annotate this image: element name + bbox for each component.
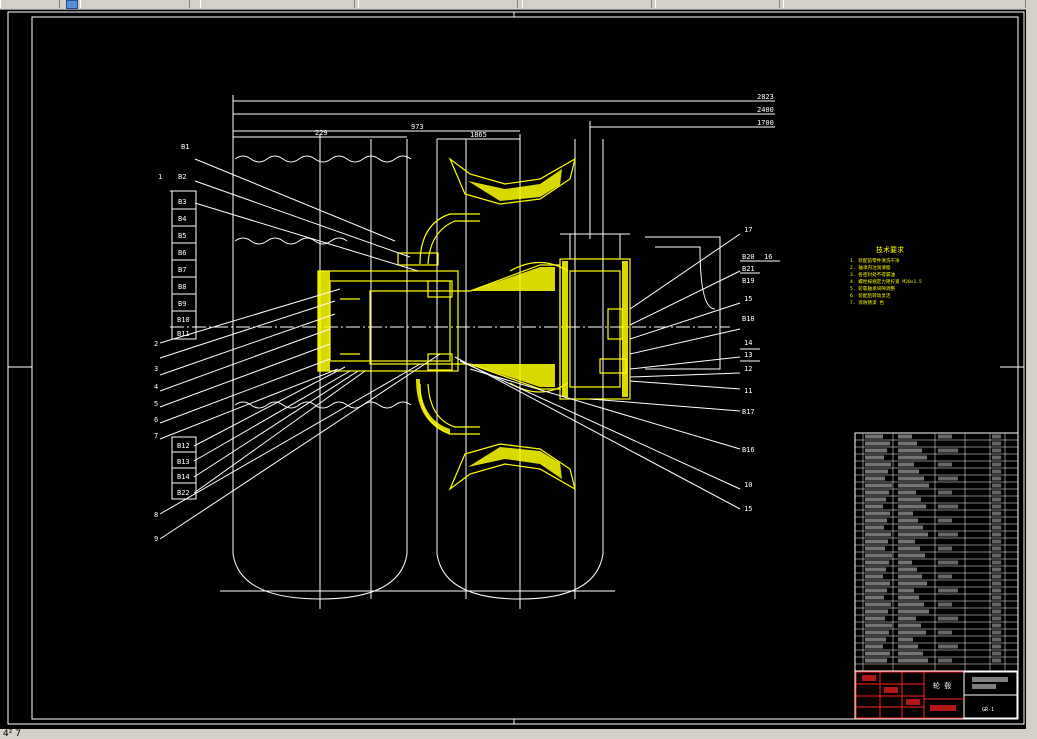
label-1: 1 [158,173,162,181]
label-8: 8 [154,511,158,519]
parts-list-table [854,432,1019,672]
dim-2400: 2400 [757,106,774,114]
label-B14: B14 [177,473,190,481]
section-hatch [318,169,628,479]
drawing-number: GR-1 [982,707,994,713]
label-15-top: 15 [744,295,752,303]
label-B3: B3 [178,198,186,206]
label-B17: B17 [742,408,755,416]
tab-4[interactable] [358,0,518,8]
title-block: 轮 毂 GR-1 [854,670,1019,720]
tab-1[interactable] [0,0,60,8]
tab-7[interactable] [783,0,1026,8]
label-7: 7 [154,432,158,440]
hub-assembly [317,157,631,491]
label-B22: B22 [177,489,190,497]
window-tab-bar [0,0,1037,10]
dim-2823: 2823 [757,93,774,101]
vertical-scrollbar[interactable] [1026,9,1037,729]
label-B19: B19 [742,277,755,285]
label-B4: B4 [178,215,186,223]
dimension-lines [232,95,775,239]
tech-note-7: 7. 涂防锈漆 色 [850,299,884,306]
label-10: 10 [744,481,752,489]
right-label-box [740,260,780,362]
label-B16: B16 [742,446,755,454]
label-B13: B13 [177,458,190,466]
status-bar: 4² 7 [0,729,1037,739]
tech-title: 技术要求 [876,245,904,254]
label-5: 5 [154,400,158,408]
label-B8: B8 [178,283,186,291]
label-B9: B9 [178,300,186,308]
cad-drawing-canvas[interactable]: 2823 2400 1700 973 229 1865 [0,9,1026,729]
label-B20: B20 [742,253,755,261]
technical-requirements: 技术要求 1. 装配前零件清洗干净 2. 轴承内注润滑脂 3. 各密封处不得漏油… [850,245,922,306]
label-B11: B11 [177,330,190,338]
tech-note-3: 3. 各密封处不得漏油 [850,271,895,278]
dim-1865: 1865 [470,131,487,139]
dim-1700: 1700 [757,119,774,127]
label-B1: B1 [181,143,189,151]
dim-973: 973 [411,123,424,131]
label-14: 14 [744,339,752,347]
drawing-file-icon [66,0,78,9]
label-16: 16 [764,253,772,261]
label-2: 2 [154,340,158,348]
tech-note-4: 4. 螺栓按规定力矩拧紧 M20×1.5 [850,278,922,285]
label-4: 4 [154,383,158,391]
leader-lines [159,158,741,540]
label-9: 9 [154,535,158,543]
tire-outlines [220,134,615,609]
left-labels: 1 B1 B2 B3 B4 B5 B6 B7 B8 B9 B10 B11 2 3… [154,143,190,543]
left-label-box [171,190,197,500]
label-3: 3 [154,365,158,373]
label-B21: B21 [742,265,755,273]
label-12: 12 [744,365,752,373]
label-B7: B7 [178,266,186,274]
tech-note-5: 5. 轮毂轴承间隙调整 [850,285,895,292]
label-17: 17 [744,226,752,234]
dim-229: 229 [315,129,328,137]
tech-note-6: 6. 装配后转动灵活 [850,292,891,299]
part-name: 轮 毂 [933,681,951,690]
label-15-bottom: 15 [744,505,752,513]
right-labels: 17 B20 B21 16 B19 15 B18 14 13 12 11 B17… [742,226,772,513]
label-B18: B18 [742,315,755,323]
inner-border [31,16,1019,720]
label-B2: B2 [178,173,186,181]
tab-6[interactable] [655,0,780,8]
tab-2[interactable] [80,0,190,8]
label-B12: B12 [177,442,190,450]
label-13: 13 [744,351,752,359]
label-11: 11 [744,387,752,395]
label-6: 6 [154,416,158,424]
tech-note-2: 2. 轴承内注润滑脂 [850,264,891,271]
label-B5: B5 [178,232,186,240]
tech-note-1: 1. 装配前零件清洗干净 [850,257,900,264]
tab-5[interactable] [522,0,652,8]
outer-border [7,11,1025,725]
status-text: 4² 7 [3,729,21,739]
label-B6: B6 [178,249,186,257]
label-B10: B10 [177,316,190,324]
axle-housing [560,233,721,370]
tab-3[interactable] [200,0,355,8]
